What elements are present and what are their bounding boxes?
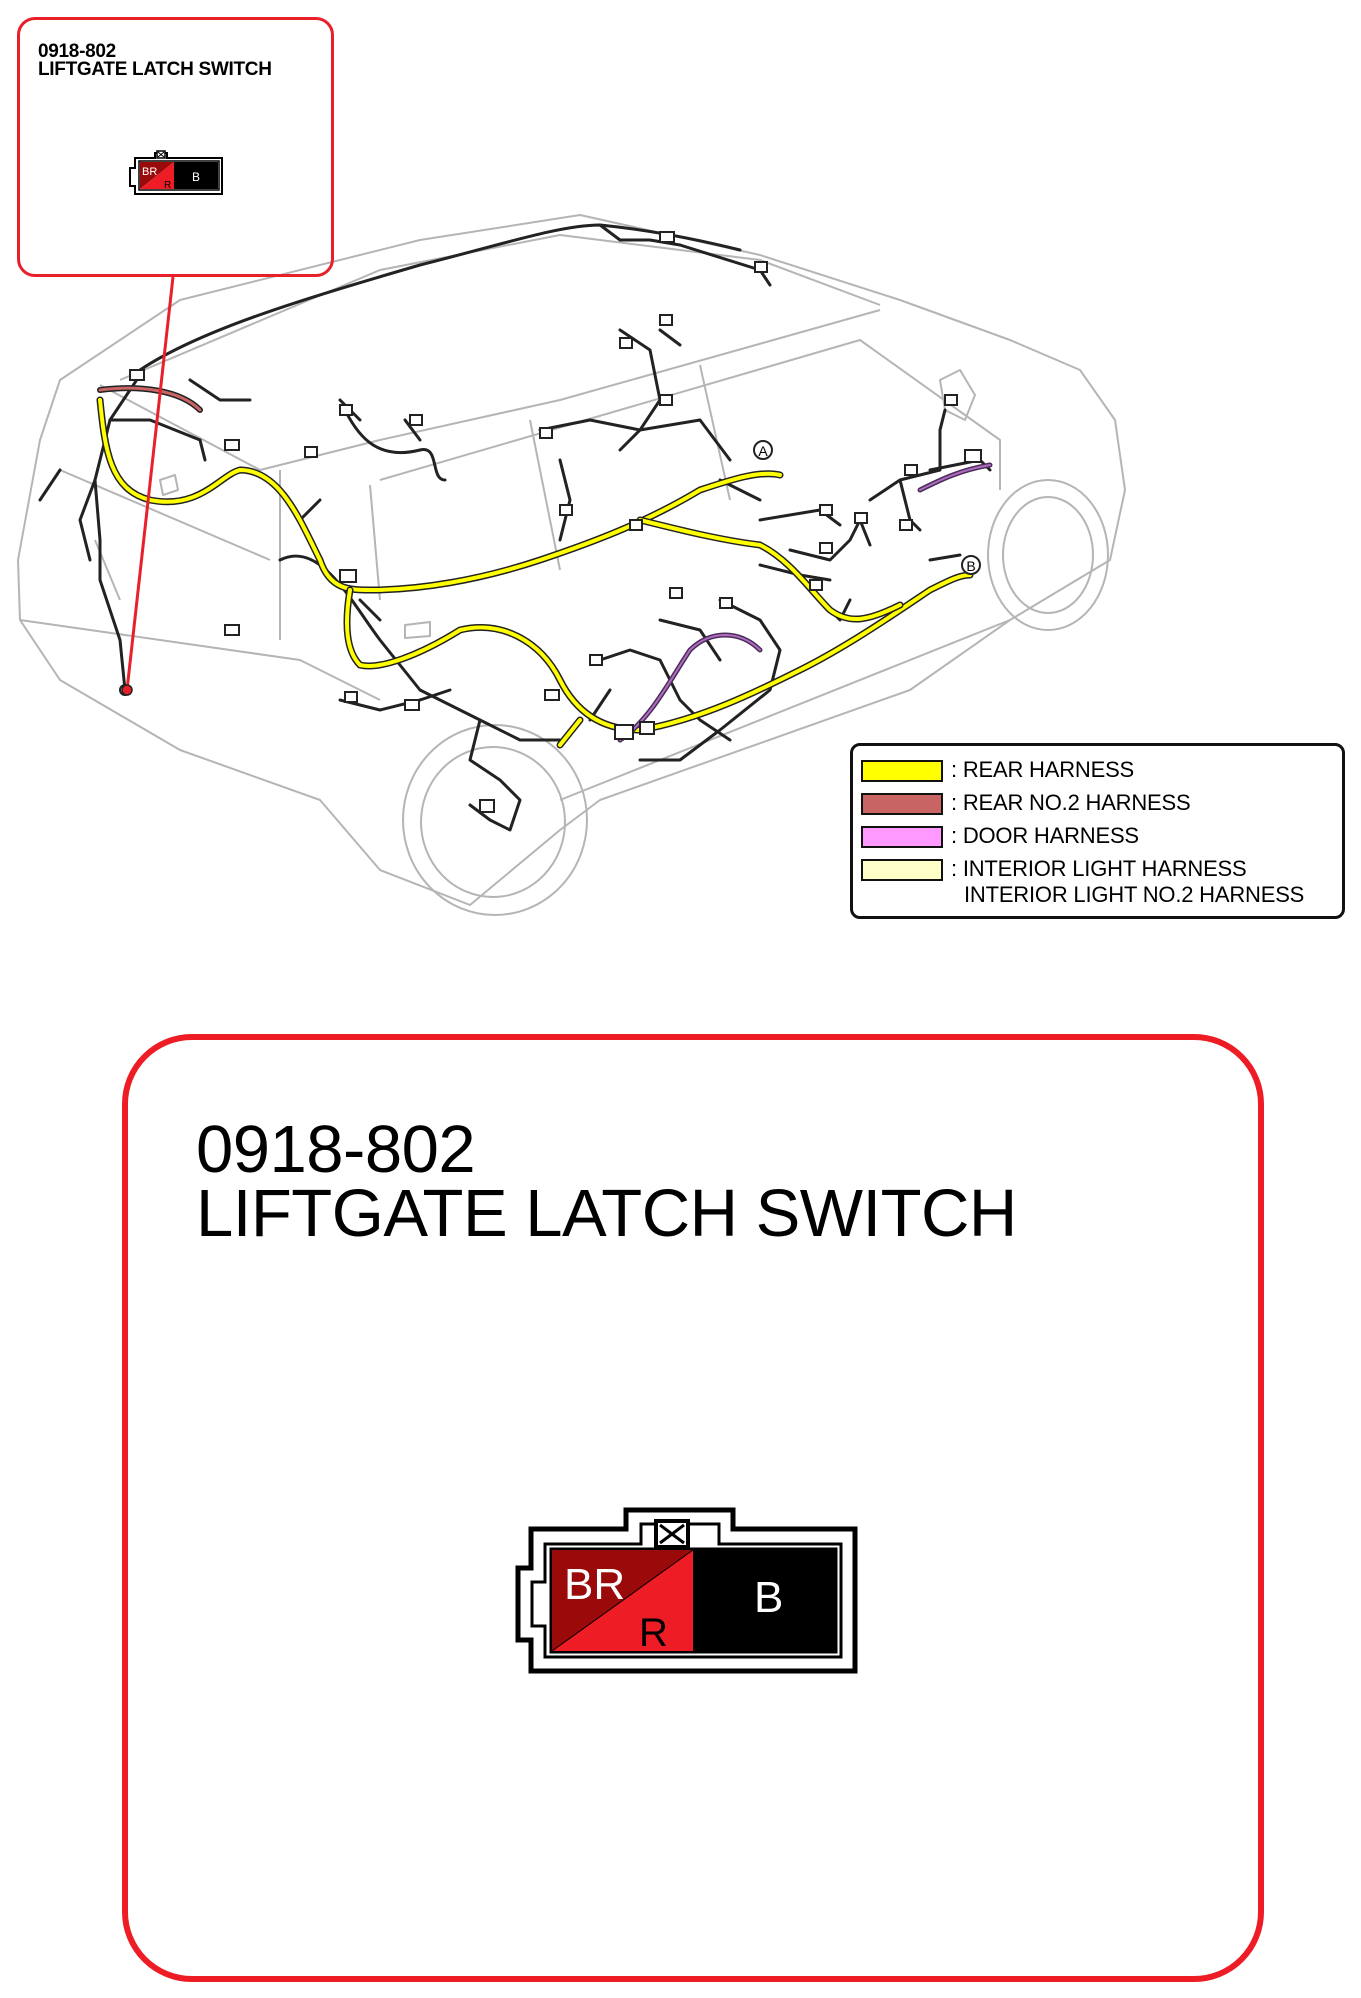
harness-connectors (119, 231, 982, 813)
connector-face-large: BR R B (515, 1507, 858, 1674)
door-harness-wire (617, 462, 993, 743)
marker-a (753, 440, 773, 460)
connector-icon-small: BR R B (129, 150, 223, 195)
connector-title-small: LIFTGATE LATCH SWITCH (38, 59, 272, 80)
connector-code-small: 0918-802 (38, 41, 116, 62)
marker-b-label: B (966, 558, 975, 574)
svg-text:B: B (192, 170, 200, 184)
legend-swatch (861, 859, 943, 881)
pin-2-label: B (754, 1573, 783, 1622)
legend-label: : DOOR HARNESS (951, 823, 1139, 848)
legend-swatch (861, 760, 943, 782)
marker-a-label: A (758, 443, 768, 459)
legend-label-secondary: INTERIOR LIGHT NO.2 HARNESS (964, 882, 1305, 907)
harness-legend: : REAR HARNESS : REAR NO.2 HARNESS : DOO… (850, 743, 1345, 919)
connector-code-large: 0918-802 (196, 1112, 476, 1187)
legend-item-interior-light-harness: : INTERIOR LIGHT HARNESS INTERIOR LIGHT … (861, 855, 1341, 911)
rear-harness-wire (96, 396, 974, 749)
legend-label: : REAR HARNESS (951, 757, 1135, 782)
svg-text:R: R (164, 180, 171, 191)
marker-b (961, 555, 981, 575)
legend-swatch (861, 793, 943, 815)
callout-leader-line (125, 276, 175, 691)
legend-item-door-harness: : DOOR HARNESS (861, 822, 1341, 850)
rear-no2-harness-wire (97, 385, 203, 413)
legend-swatch (861, 826, 943, 848)
legend-label: : INTERIOR LIGHT HARNESS (951, 856, 1247, 881)
legend-label: : REAR NO.2 HARNESS (951, 790, 1191, 815)
legend-item-rear-harness: : REAR HARNESS (861, 756, 1341, 784)
connector-title-large: LIFTGATE LATCH SWITCH (196, 1176, 1017, 1251)
svg-text:BR: BR (142, 166, 157, 178)
callout-large: 0918-802 LIFTGATE LATCH SWITCH BR R B (122, 1034, 1264, 1982)
pin-1-label: BR (564, 1560, 625, 1609)
callout-small: 0918-802 LIFTGATE LATCH SWITCH (17, 17, 334, 277)
location-markers (753, 440, 981, 575)
harness-wires-dark (38, 223, 992, 832)
pin-2-color (693, 1550, 835, 1651)
liftgate-switch-location (121, 684, 133, 696)
pin-1-stripe-label: R (639, 1611, 668, 1655)
legend-item-rear-no2-harness: : REAR NO.2 HARNESS (861, 789, 1341, 817)
